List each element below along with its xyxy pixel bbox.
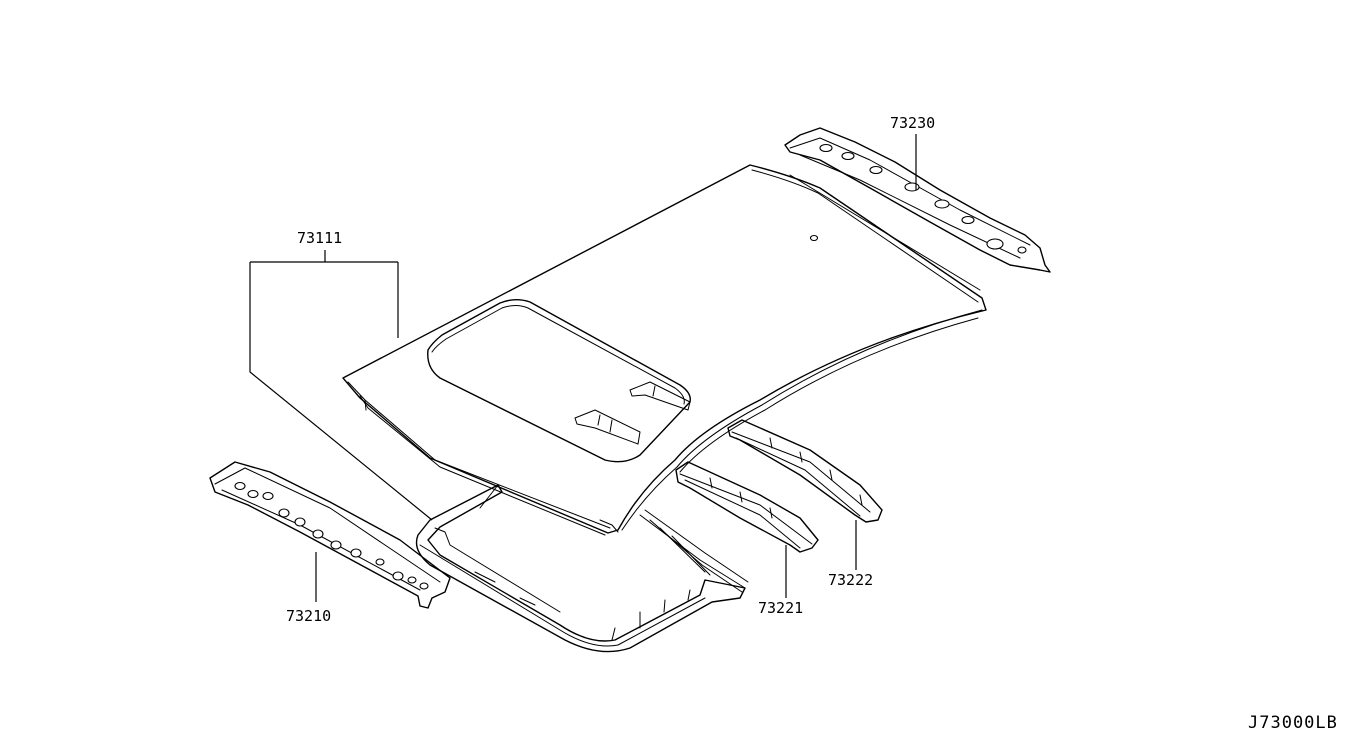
front-roof-rail[interactable] [209,461,451,609]
sunroof-frame[interactable] [415,484,749,653]
diagram-code: J73000LB [1248,713,1338,733]
part-number-73221: 73221 [758,599,803,617]
part-number-73230: 73230 [890,114,935,132]
part-number-73210: 73210 [286,607,331,625]
roof-bow-rear[interactable] [727,419,883,523]
roof-panel[interactable] [342,164,987,536]
roof-bow-front[interactable] [675,461,819,553]
part-number-73222: 73222 [828,571,873,589]
rear-roof-rail[interactable] [784,127,1051,273]
part-number-73111: 73111 [297,229,342,247]
leader-lines [249,134,917,602]
